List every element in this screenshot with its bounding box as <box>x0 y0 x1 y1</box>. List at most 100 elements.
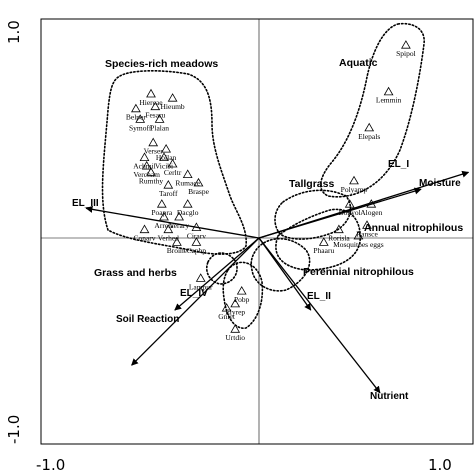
envelope-aquatic <box>320 22 425 198</box>
species-label-arrela: Arrela <box>154 221 174 230</box>
vector-arrow-el-i <box>258 187 422 239</box>
species-point-broine <box>172 237 182 246</box>
vector-label-el-i: EL_I <box>388 159 409 170</box>
species-label-gnlet: Gnlet <box>218 312 236 321</box>
species-label-capbp: Capbp <box>187 246 207 255</box>
species-label-poapra: Poapra <box>151 208 172 217</box>
species-label-lampur: Lampur <box>189 282 213 291</box>
species-label-elyrep: Elyrep <box>225 308 245 317</box>
species-label-alogen: Alogen <box>360 208 382 217</box>
vector-label-soil-reaction: Soil Reaction <box>116 314 179 325</box>
species-label-hieumb: Hieumb <box>161 102 185 111</box>
species-point-vicibi <box>159 152 169 162</box>
vector-label-el-ii: EL_II <box>307 291 331 302</box>
species-point-gnlet <box>221 302 232 312</box>
species-label-urtdio: Urtdio <box>225 333 245 342</box>
species-point-spipol <box>401 40 411 49</box>
vector-arrow-el-iv <box>174 237 260 311</box>
species-point-verser <box>148 137 159 147</box>
species-label-fesaru: Fesaru <box>145 111 165 120</box>
species-label-verser: Verser <box>144 147 164 156</box>
species-point-pobp <box>236 285 247 295</box>
species-label-dacglo: Dacglo <box>177 208 199 217</box>
species-point-ransce <box>362 220 372 229</box>
species-point-poapra <box>156 199 167 208</box>
species-point-hieumb <box>167 93 178 102</box>
y-tick-max: 1.0 <box>5 20 23 44</box>
species-point-lampur <box>195 273 206 282</box>
species-point-phaaru <box>318 237 329 246</box>
group-label-perennial-nitrophilous: Perennial nitrophilous <box>303 266 414 278</box>
species-point-verary <box>174 211 184 221</box>
vector-layer <box>85 170 470 394</box>
species-label-broine: Broine <box>167 246 188 255</box>
species-point-conarv <box>139 224 150 234</box>
species-point-bonyol <box>344 199 355 208</box>
species-label-braspe: Braspe <box>188 187 209 196</box>
species-point-polyamp <box>349 175 359 185</box>
species-label-symoff: Symoff <box>129 123 152 132</box>
species-label-rumace: Rumace <box>175 178 200 187</box>
group-label-grass-and-herbs: Grass and herbs <box>94 267 177 279</box>
envelope-grass-and-herbs <box>222 261 264 329</box>
group-label-aquatic: Aquatic <box>339 57 378 69</box>
species-point-alogen <box>366 199 377 208</box>
species-label-mosquitoes-eggs: Mosquitoes eggs <box>333 240 384 249</box>
species-label-elepals: Elepals <box>358 132 380 141</box>
species-label-ransce: Ransce <box>356 229 378 238</box>
species-point-cirarv <box>191 222 202 232</box>
group-label-annual-nitrophilous: Annual nitrophilous <box>364 222 463 234</box>
group-label-species-rich-meadows: Species-rich meadows <box>105 58 218 70</box>
species-label-rumthy: Rumthy <box>139 176 163 185</box>
species-point-cerltr <box>167 158 178 168</box>
species-label-taroff: Taroff <box>159 189 178 198</box>
envelope-species-rich-meadows <box>101 70 247 255</box>
species-point-achmil <box>139 152 150 162</box>
envelope-tallgrass <box>274 189 352 240</box>
species-label-vicibi: Vicibi <box>155 161 173 170</box>
species-label-belper: Belper <box>126 113 146 122</box>
species-point-symoff <box>135 114 146 123</box>
species-label-vercham: Vercham <box>133 170 160 179</box>
species-label-pobp: Pobp <box>234 295 250 304</box>
y-tick-min: -1.0 <box>5 415 23 444</box>
plot-frame <box>40 18 474 445</box>
species-label-plalan: Plalan <box>150 123 169 132</box>
vector-label-el-iii: EL_III <box>72 198 99 209</box>
species-point-dacglo <box>182 199 193 208</box>
species-point-braspe <box>193 177 204 187</box>
vector-label-moisture: Moisture <box>419 178 461 189</box>
species-label-cirarv: Cirarv <box>187 231 206 240</box>
x-tick-max: 1.0 <box>428 456 452 473</box>
species-point-elepals <box>364 122 375 132</box>
species-label-hiercae: Hiercae <box>139 98 163 107</box>
species-point-arrela <box>159 211 169 221</box>
species-label-spipol: Spipol <box>396 49 416 58</box>
species-point-rorisla <box>334 224 344 234</box>
species-label-conarv: Conarv <box>133 234 155 243</box>
envelope-annual-nitrophilous <box>275 208 361 271</box>
envelope-perennial-nitrophilous <box>250 237 311 292</box>
species-point-belper <box>131 103 141 113</box>
vector-arrow-el-iii <box>85 205 260 239</box>
species-point-plalan <box>154 114 165 123</box>
species-point-capbp <box>191 237 202 246</box>
vector-label-el-iv: EL_IV <box>180 288 208 299</box>
species-label-verary: Verary <box>169 221 189 230</box>
species-point-hiercae <box>146 88 156 98</box>
species-label-phaaru: Phaaru <box>313 246 334 255</box>
envelope-lampur <box>205 252 238 285</box>
species-label-polyamp: Polyamp <box>341 185 368 194</box>
vector-arrow-soil-reaction <box>131 237 260 366</box>
x-tick-min: -1.0 <box>36 456 65 473</box>
species-label-lemmin: Lemmin <box>376 96 402 105</box>
species-label-verhed: Verhed <box>158 234 179 243</box>
species-point-taroff <box>163 179 174 189</box>
group-label-tallgrass: Tallgrass <box>289 178 334 190</box>
species-point-rumthy <box>146 167 156 176</box>
vector-arrow-nutrient <box>258 237 381 394</box>
species-point-lemmin <box>383 86 394 96</box>
species-label-bonyol: Bonyol <box>339 208 361 217</box>
vector-arrow-el-ii <box>258 237 312 311</box>
